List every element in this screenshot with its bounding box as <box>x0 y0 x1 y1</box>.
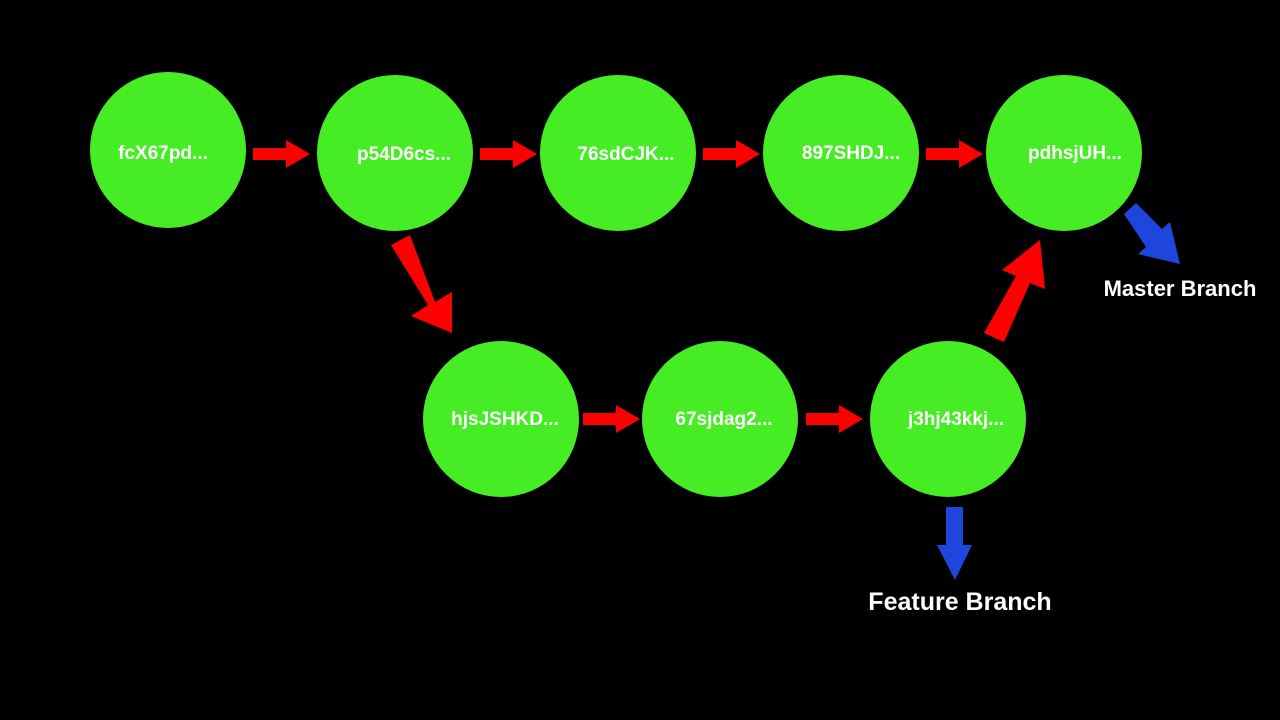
commit-node-c4: 897SHDJ... <box>763 75 919 231</box>
master-branch-label: Master Branch <box>1104 276 1257 301</box>
feature-branch-arrow <box>937 507 972 580</box>
commit-arrow-f1-f2 <box>583 405 640 433</box>
commit-label-f2: 67sjdag2... <box>675 409 772 430</box>
commit-label-c2: p54D6cs... <box>357 144 451 165</box>
commit-node-f1: hjsJSHKD... <box>423 341 579 497</box>
commit-arrow-f3-c5 <box>984 240 1045 342</box>
commit-node-f3: j3hj43kkj... <box>870 341 1026 497</box>
commit-node-c5: pdhsjUH... <box>986 75 1142 231</box>
commit-label-f3: j3hj43kkj... <box>907 409 1004 430</box>
commit-arrow-c4-c5 <box>926 140 983 168</box>
commit-label-f1: hjsJSHKD... <box>451 409 559 430</box>
commit-node-c3: 76sdCJK... <box>540 75 696 231</box>
commit-label-c1: fcX67pd... <box>118 143 208 164</box>
commit-label-c5: pdhsjUH... <box>1028 143 1122 164</box>
commit-arrow-c3-c4 <box>703 140 760 168</box>
commit-arrow-c1-c2 <box>253 140 310 168</box>
commit-node-f2: 67sjdag2... <box>642 341 798 497</box>
master-branch-arrow <box>1124 203 1180 264</box>
commit-label-c3: 76sdCJK... <box>577 144 674 165</box>
feature-branch-label: Feature Branch <box>868 588 1051 616</box>
commit-node-c1: fcX67pd... <box>90 72 246 228</box>
commit-arrow-c2-c3 <box>480 140 537 168</box>
commit-arrow-f2-f3 <box>806 405 863 433</box>
commit-node-c2: p54D6cs... <box>317 75 473 231</box>
commit-label-c4: 897SHDJ... <box>802 143 900 164</box>
commit-arrow-c2-f1 <box>391 235 452 333</box>
